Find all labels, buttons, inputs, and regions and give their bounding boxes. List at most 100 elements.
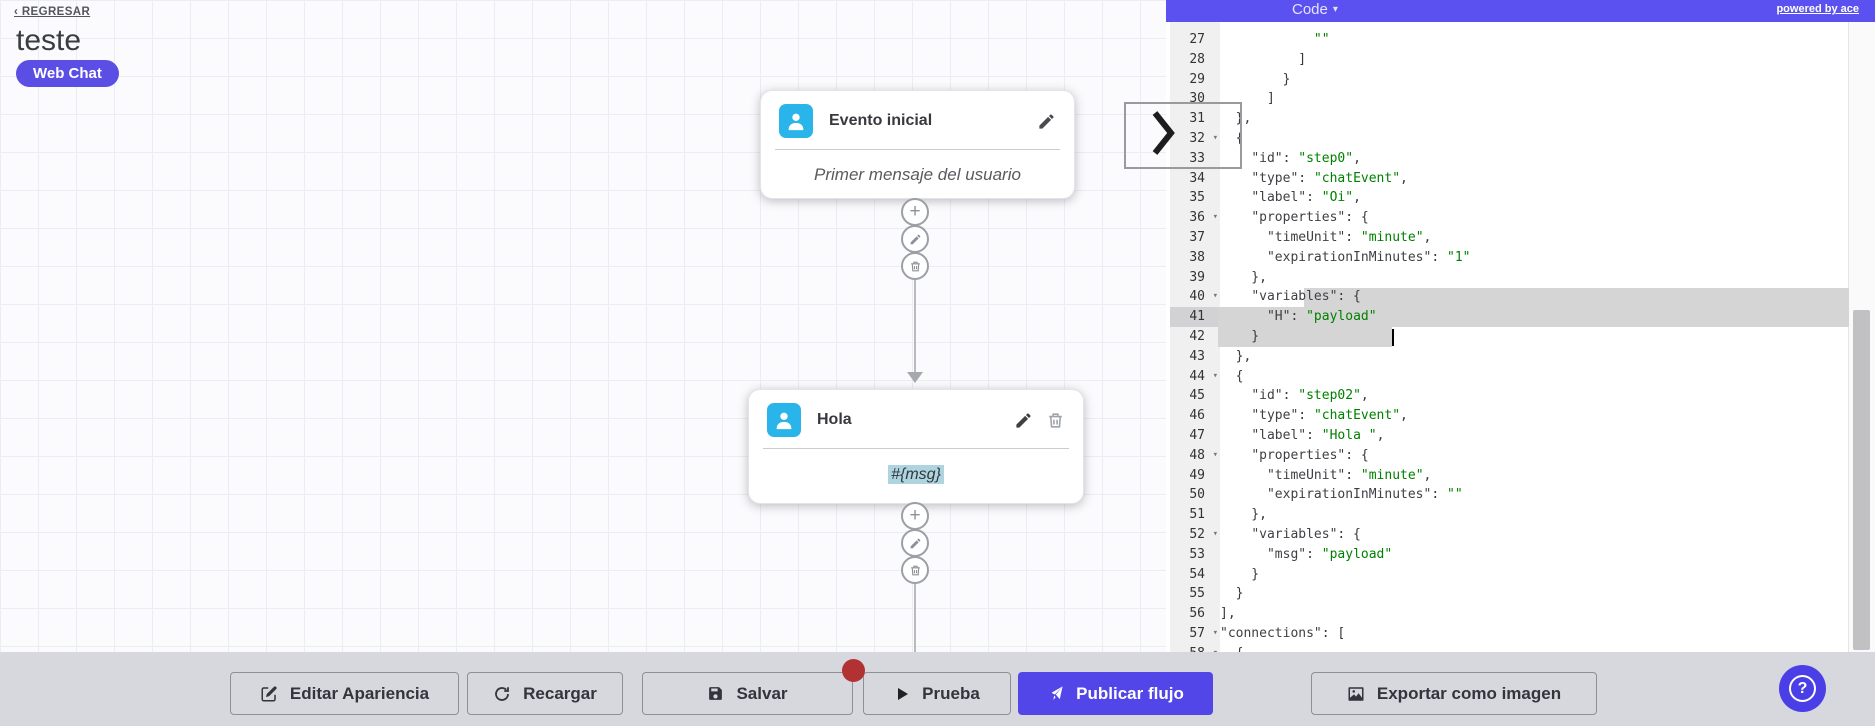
node-evento-inicial[interactable]: Evento inicial Primer mensaje del usuari…: [760, 90, 1075, 199]
code-line[interactable]: ]: [1220, 91, 1275, 107]
edit-node-icon[interactable]: [1014, 411, 1033, 430]
fold-toggle-icon[interactable]: ▾: [1212, 291, 1218, 302]
code-line[interactable]: "timeUnit": "minute",: [1266, 467, 1432, 483]
code-line[interactable]: }: [1220, 71, 1291, 87]
code-line[interactable]: {: [1220, 644, 1849, 658]
editor-scrollbar-track[interactable]: [1848, 22, 1875, 658]
code-line[interactable]: "connections": [: [1220, 626, 1346, 641]
gutter-line-number[interactable]: 57▾: [1170, 624, 1220, 644]
gutter-line-number: 31: [1189, 111, 1205, 127]
user-avatar-icon: [779, 104, 813, 138]
selection-highlight: [1218, 327, 1392, 347]
node-title: Hola: [817, 411, 852, 428]
test-button[interactable]: Prueba: [863, 672, 1011, 715]
export-image-button[interactable]: Exportar como imagen: [1311, 672, 1597, 715]
editor-text-area[interactable]: "" ] } ] }, { "id": "step0", "type": "ch…: [1218, 22, 1849, 658]
edit-connection-button[interactable]: [901, 529, 929, 557]
gutter-line-number[interactable]: 32▾: [1170, 129, 1220, 149]
code-mode-dropdown[interactable]: Code▾: [1292, 1, 1338, 18]
code-line[interactable]: "type": "chatEvent",: [1251, 170, 1408, 186]
chevron-down-icon: ▾: [1332, 4, 1338, 15]
back-link[interactable]: ‹ REGRESAR: [14, 6, 91, 18]
gutter-line-number[interactable]: 48▾: [1170, 446, 1220, 466]
code-line[interactable]: }: [1220, 566, 1260, 582]
gutter-line-number: 49: [1189, 467, 1205, 483]
gutter-line-number[interactable]: 36▾: [1170, 208, 1220, 228]
delete-connection-button[interactable]: [901, 556, 929, 584]
code-line[interactable]: },: [1220, 269, 1267, 285]
save-button[interactable]: Salvar: [642, 672, 853, 715]
gutter-line-number: 39: [1189, 269, 1205, 285]
panel-collapse-box[interactable]: [1124, 102, 1242, 169]
gutter-line-number[interactable]: 40▾: [1170, 287, 1220, 307]
editor-scrollbar-thumb[interactable]: [1853, 310, 1870, 650]
code-line[interactable]: },: [1220, 348, 1252, 364]
code-line[interactable]: "H": "payload": [1266, 309, 1377, 325]
reload-button[interactable]: Recargar: [467, 672, 623, 715]
rocket-icon: [1051, 686, 1063, 700]
fold-toggle-icon[interactable]: ▾: [1212, 529, 1218, 539]
code-line[interactable]: }: [1220, 586, 1244, 602]
flow-title: teste: [16, 24, 82, 57]
gutter-line-number: 51: [1189, 507, 1205, 523]
gutter-line-number[interactable]: 44▾: [1170, 367, 1220, 387]
delete-node-icon[interactable]: [1046, 411, 1065, 430]
code-line[interactable]: "id": "step0",: [1251, 150, 1361, 166]
add-step-button[interactable]: +: [901, 502, 929, 530]
fold-toggle-icon[interactable]: ▾: [1212, 449, 1218, 460]
gutter-line-number: 46: [1189, 408, 1205, 424]
code-line[interactable]: "": [1313, 32, 1330, 47]
gutter-line-number: 42: [1189, 329, 1205, 344]
gutter-line-number: 41: [1170, 307, 1220, 327]
code-line[interactable]: "expirationInMinutes": "1": [1266, 249, 1471, 265]
selection-highlight: [1304, 287, 1849, 308]
node-body-text: #{msg}: [749, 449, 1083, 499]
code-line[interactable]: {: [1220, 131, 1244, 146]
node-title: Evento inicial: [829, 112, 933, 129]
code-line[interactable]: "label": "Hola ",: [1251, 428, 1385, 443]
code-panel-header: Code▾ powered by ace: [1166, 0, 1875, 22]
play-icon: [898, 687, 909, 700]
code-line[interactable]: "variables": {: [1251, 527, 1361, 542]
connector-arrow-icon: [907, 372, 923, 383]
fold-toggle-icon[interactable]: ▾: [1212, 370, 1218, 381]
edit-appearance-button[interactable]: Editar Apariencia: [230, 672, 459, 715]
code-line[interactable]: }: [1220, 329, 1260, 344]
publish-flow-button[interactable]: Publicar flujo: [1018, 672, 1213, 715]
code-line[interactable]: ]: [1220, 51, 1307, 67]
code-line[interactable]: "type": "chatEvent",: [1251, 408, 1408, 424]
code-line[interactable]: ],: [1220, 606, 1236, 622]
powered-by-ace-link[interactable]: powered by ace: [1776, 3, 1859, 15]
code-line[interactable]: "expirationInMinutes": "": [1266, 487, 1463, 503]
code-line[interactable]: "id": "step02",: [1251, 388, 1369, 404]
add-step-button[interactable]: +: [901, 198, 929, 226]
code-line[interactable]: "label": "Oi",: [1251, 190, 1361, 206]
variable-chip: #{msg}: [888, 465, 944, 484]
fold-toggle-icon[interactable]: ▾: [1212, 133, 1218, 143]
gutter-line-number[interactable]: 52▾: [1170, 525, 1220, 545]
delete-connection-button[interactable]: [901, 252, 929, 280]
edit-node-icon[interactable]: [1037, 112, 1056, 131]
gutter-line-number: 43: [1189, 348, 1205, 364]
code-line[interactable]: "variables": {: [1251, 289, 1361, 305]
code-line[interactable]: "properties": {: [1251, 447, 1369, 463]
user-avatar-icon: [767, 403, 801, 437]
gutter-line-number: 53: [1189, 546, 1205, 562]
code-line[interactable]: },: [1220, 111, 1252, 127]
code-line[interactable]: },: [1220, 507, 1267, 523]
fold-toggle-icon[interactable]: ▾: [1212, 628, 1218, 638]
gutter-line-number: 35: [1189, 190, 1205, 206]
node-hola[interactable]: Hola #{msg}: [748, 389, 1084, 504]
help-button[interactable]: ?: [1779, 665, 1826, 712]
code-line[interactable]: "msg": "payload": [1266, 546, 1393, 562]
edit-appearance-icon: [261, 685, 277, 701]
code-line[interactable]: "properties": {: [1251, 210, 1369, 226]
code-line[interactable]: {: [1220, 368, 1244, 384]
question-mark-icon: ?: [1789, 675, 1816, 702]
collapse-panel-chevron-icon[interactable]: [1150, 107, 1176, 159]
code-line[interactable]: "timeUnit": "minute",: [1266, 230, 1432, 245]
edit-connection-button[interactable]: [901, 225, 929, 253]
fold-toggle-icon[interactable]: ▾: [1212, 212, 1218, 223]
